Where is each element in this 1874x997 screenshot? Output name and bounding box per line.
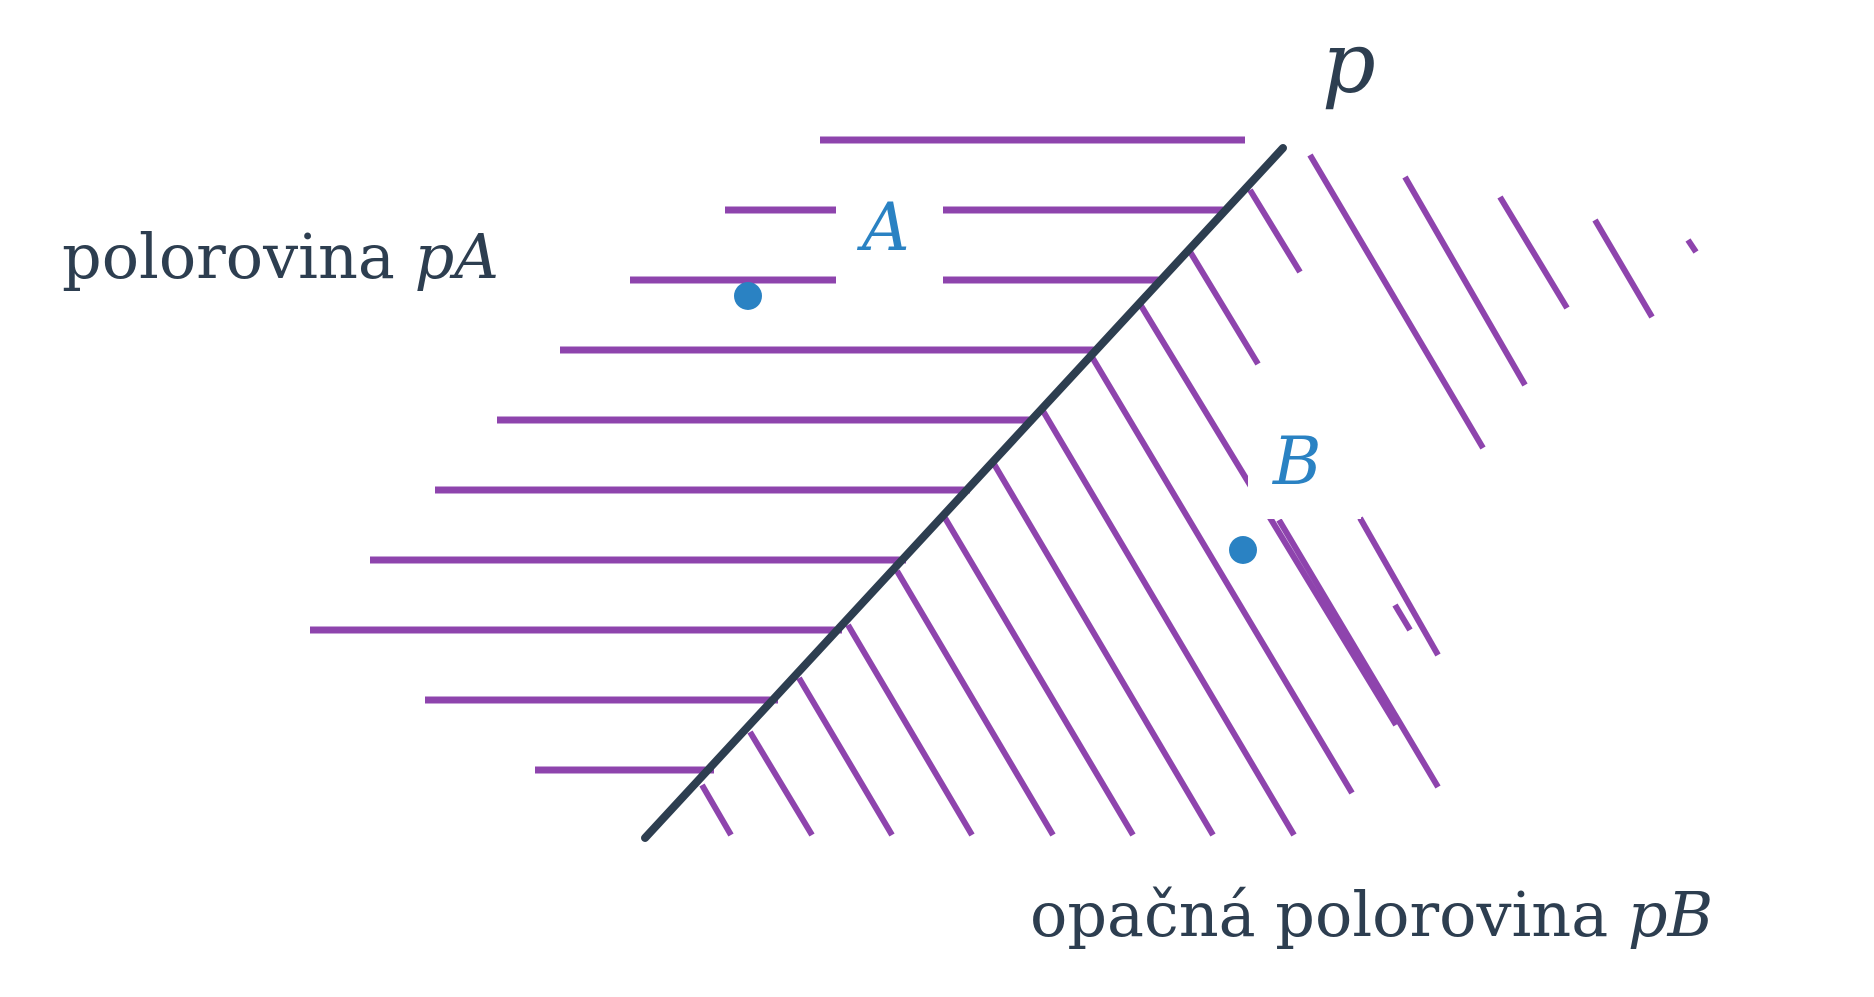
hatch-line xyxy=(1089,355,1355,795)
point-a-label: A xyxy=(856,189,910,266)
hatch-line xyxy=(1186,248,1261,366)
hatch-line xyxy=(1592,218,1655,319)
label-a-mask xyxy=(836,195,943,285)
half-plane-pa-label-symbol: pA xyxy=(415,220,499,293)
half-plane-pb-label-symbol: pB xyxy=(1628,878,1713,951)
half-plane-pb-label: opačná polorovina pB xyxy=(1030,878,1713,951)
half-plane-pa-label-text: polorovina xyxy=(62,220,415,293)
hatch-line xyxy=(1276,518,1441,789)
hatch-line xyxy=(942,516,1136,837)
hatching-half-plane-pa xyxy=(310,136,1245,774)
hatch-line xyxy=(845,623,975,837)
hatch-line xyxy=(1040,409,1297,837)
half-plane-pa-label: polorovina pA xyxy=(62,220,499,293)
hatch-line xyxy=(894,569,1056,837)
hatch-line xyxy=(1357,516,1441,657)
hatch-line xyxy=(699,783,734,837)
hatch-line xyxy=(1307,153,1486,450)
hatch-line xyxy=(1247,188,1303,274)
point-b xyxy=(1229,536,1257,564)
hatch-line xyxy=(747,730,815,837)
half-plane-pb-label-text: opačná polorovina xyxy=(1030,878,1628,951)
point-a xyxy=(734,282,762,310)
hatch-line xyxy=(1402,175,1528,387)
hatch-line xyxy=(1392,603,1413,632)
hatch-line xyxy=(991,462,1216,837)
line-p-label: p xyxy=(1322,14,1376,112)
hatch-line xyxy=(796,676,895,837)
label-b-mask xyxy=(1248,425,1361,519)
hatching-half-plane-pb xyxy=(699,153,1699,837)
point-b-label: B xyxy=(1272,423,1322,500)
line-p xyxy=(641,144,1287,842)
hatch-line xyxy=(1497,195,1570,310)
hatch-line xyxy=(1685,238,1699,254)
